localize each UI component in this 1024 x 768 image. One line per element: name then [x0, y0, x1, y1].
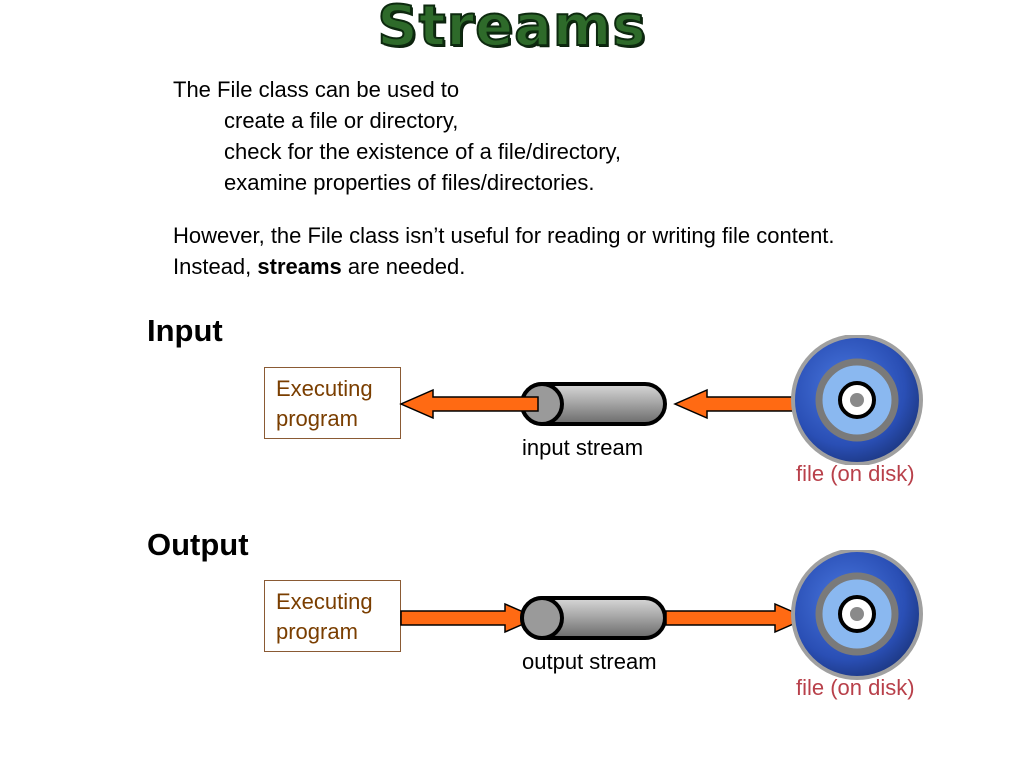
output-disk-icon — [791, 550, 923, 680]
streams-keyword: streams — [257, 254, 342, 279]
output-heading: Output — [147, 527, 249, 562]
input-executing-program-box: Executing program — [264, 367, 401, 439]
output-program-line-2: program — [276, 619, 358, 644]
input-pipe-icon — [520, 382, 667, 426]
streams-line-2-prefix: Instead, — [173, 254, 258, 279]
streams-line-2: Instead, streams are needed. — [173, 251, 835, 282]
output-arrow-to-pipe-icon — [400, 602, 539, 634]
input-heading: Input — [147, 313, 223, 348]
intro-line-2: create a file or directory, — [224, 108, 459, 133]
output-stream-label: output stream — [522, 649, 657, 674]
input-program-line-1: Executing — [276, 376, 373, 401]
input-program-line-2: program — [276, 406, 358, 431]
intro-paragraph: The File class can be used to create a f… — [173, 74, 621, 198]
output-arrow-to-disk-icon — [665, 602, 809, 634]
input-stream-diagram — [399, 335, 923, 465]
intro-line-4: examine properties of files/directories. — [224, 170, 595, 195]
input-file-label: file (on disk) — [796, 461, 915, 486]
slide-title: Streams — [376, 0, 647, 60]
output-pipe-icon — [520, 596, 667, 640]
output-program-line-1: Executing — [276, 589, 373, 614]
streams-paragraph: However, the File class isn’t useful for… — [173, 220, 835, 282]
input-arrow-from-disk-icon — [673, 388, 811, 420]
streams-line-2-suffix: are needed. — [341, 254, 466, 279]
output-stream-diagram — [400, 550, 923, 680]
output-file-label: file (on disk) — [796, 675, 915, 700]
input-arrow-to-program-icon — [399, 388, 539, 420]
input-disk-icon — [791, 335, 923, 465]
output-executing-program-box: Executing program — [264, 580, 401, 652]
streams-line-1: However, the File class isn’t useful for… — [173, 223, 835, 248]
intro-line-1: The File class can be used to — [173, 77, 460, 102]
input-stream-label: input stream — [522, 435, 644, 460]
intro-line-3: check for the existence of a file/direct… — [224, 139, 621, 164]
